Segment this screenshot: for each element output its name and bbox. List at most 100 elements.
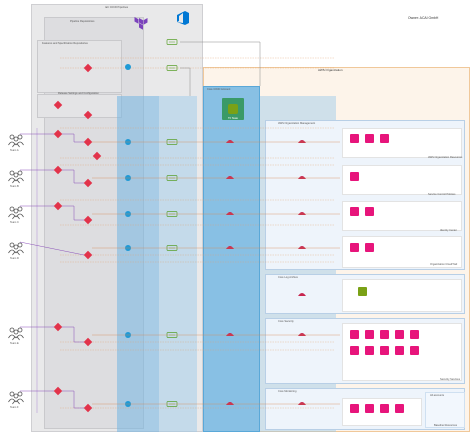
team-people-icon [6, 242, 26, 256]
team-label: Team C [10, 221, 19, 224]
git-repo-icon [83, 110, 93, 120]
codebuild-icon [166, 39, 178, 45]
pipelines-title: IaC CI/CD Pipelines [105, 6, 129, 9]
repo-route-arrow [62, 326, 84, 343]
team-people-icon [6, 134, 26, 148]
scp-document-icon [350, 172, 359, 181]
org-resources-card [342, 128, 462, 158]
core-monitoring-title: Core Monitoring [278, 390, 297, 393]
git-repo-icon [83, 337, 93, 347]
baseline-resources-label: Baseline Resources [434, 424, 458, 427]
repo-route-arrow [62, 133, 84, 143]
identity-center-icon [365, 207, 374, 216]
core-cicd-account-title: Core CI/CD Account [207, 88, 231, 91]
security-service-icon [380, 346, 389, 355]
state-arrow [180, 41, 261, 86]
iam-role-icon [226, 140, 234, 143]
iam-role-icon [298, 140, 306, 143]
s3-bucket-icon [228, 104, 238, 114]
terraform-logo-icon [134, 17, 148, 30]
git-repo-icon [83, 250, 93, 260]
git-repo-icon [83, 215, 93, 225]
pipeline-column-left [117, 96, 159, 432]
org-resources-label: AWS Organization Resources [428, 156, 463, 159]
azure-devops-logo-icon [177, 11, 189, 25]
security-service-icon [365, 330, 374, 339]
repo-route-arrow [62, 205, 84, 221]
team-label: Team E [10, 342, 19, 345]
security-service-icon [350, 346, 359, 355]
git-repo-icon [83, 137, 93, 147]
tf-state-label: TF State [228, 117, 238, 120]
features-specifications-title: Features and Specification Repositories [42, 42, 88, 45]
git-repo-icon [83, 63, 93, 73]
git-repo-icon [53, 165, 63, 175]
cloudtrail-icon [350, 243, 359, 252]
git-repo-icon [53, 322, 63, 332]
security-service-icon [410, 346, 419, 355]
iam-role-icon [298, 293, 306, 296]
repo-route-arrow [62, 169, 84, 184]
release-settings-title: Release Settings and Configuration [58, 92, 99, 95]
team-people-icon [6, 206, 26, 220]
iam-role-icon [226, 246, 234, 249]
monitoring-service-icon [365, 404, 374, 413]
team-label: Team F [10, 406, 19, 409]
git-repo-icon [53, 100, 63, 110]
iam-role-icon [298, 176, 306, 179]
security-service-icon [350, 330, 359, 339]
iam-role-icon [226, 333, 234, 336]
git-repo-icon [83, 178, 93, 188]
team-label: Team A [10, 149, 19, 152]
team-people-icon [6, 327, 26, 341]
security-service-icon [410, 330, 419, 339]
aws-organizations-icon [365, 134, 374, 143]
security-service-icon [380, 330, 389, 339]
org-management-title: AWS Organization Management [278, 122, 316, 125]
identity-center-card [342, 201, 462, 231]
team-label: Team B [10, 185, 19, 188]
cloudtrail-icon [365, 243, 374, 252]
iam-role-icon [298, 333, 306, 336]
service-control-card [342, 165, 462, 195]
iam-role-icon [226, 212, 234, 215]
codebuild-icon [166, 65, 178, 71]
pipeline-icon [125, 64, 131, 70]
org-cloudtrail-label: Organization CloudTrail [430, 263, 458, 266]
security-service-icon [395, 330, 404, 339]
aws-organizations-icon [350, 134, 359, 143]
security-service-icon [395, 346, 404, 355]
all-accounts-box [425, 392, 465, 428]
pipeline-column-right [159, 96, 197, 432]
iam-role-icon [226, 176, 234, 179]
git-repo-icon [53, 201, 63, 211]
all-accounts-title: All accounts [430, 394, 444, 397]
security-services-label: Security Services [440, 378, 461, 381]
git-repo-icon [53, 129, 63, 139]
repo-route-arrow [62, 390, 84, 409]
team-people-icon [6, 391, 26, 405]
core-cicd-account-zone [203, 86, 260, 432]
s3-log-bucket-icon [358, 287, 367, 296]
state-arrow [180, 67, 191, 96]
git-repo-icon [53, 386, 63, 396]
iam-role-icon [298, 402, 306, 405]
monitoring-service-icon [350, 404, 359, 413]
iam-role-icon [298, 212, 306, 215]
owner-label: Owner: ACAI GmbH [408, 16, 439, 20]
git-repo-icon [83, 403, 93, 413]
team-label: Team D [10, 257, 19, 260]
git-repo-icon [92, 151, 102, 161]
security-service-icon [365, 346, 374, 355]
pipeline-repositories-title: Pipeline Repositories [70, 20, 95, 23]
features-specifications-zone [37, 40, 122, 93]
identity-center-label: Identity Center [440, 229, 457, 232]
identity-center-icon [350, 207, 359, 216]
aws-organizations-icon [380, 134, 389, 143]
monitoring-service-icon [395, 404, 404, 413]
team-to-repo-arrow [19, 241, 85, 256]
org-cloudtrail-card [342, 236, 462, 268]
team-people-icon [6, 170, 26, 184]
iam-role-icon [298, 246, 306, 249]
